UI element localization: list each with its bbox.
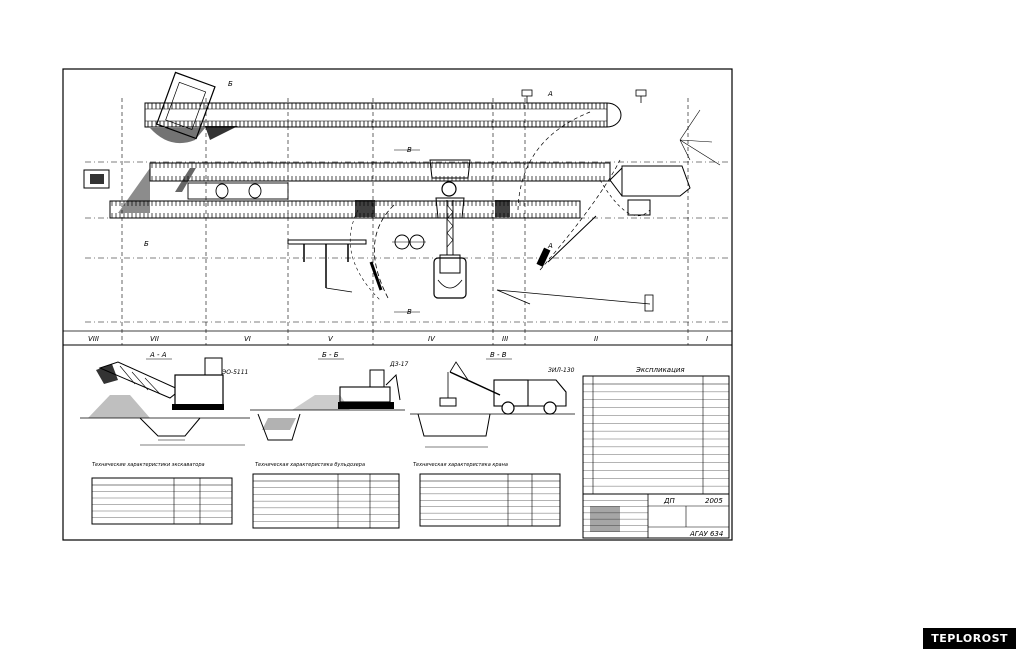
section-title: А - А (149, 351, 167, 359)
section-aa: А - А ЭО-5111 (80, 351, 250, 446)
machine-label: ЭО-5111 (221, 369, 248, 376)
sheet-frame (62, 68, 733, 541)
title-block: ДП 2005 АГАУ 634 (582, 493, 730, 539)
picket-label: III (502, 335, 508, 343)
table-caption: Технические характеристики экскаватора (92, 462, 205, 468)
legend-title: Экспликация (635, 366, 685, 374)
table-caption: Техническая характеристика крана (413, 462, 508, 468)
plan-cut-label: А (547, 242, 553, 250)
section-title: В - В (490, 351, 507, 359)
bulldozer-table: Техническая характеристика бульдозера (252, 462, 400, 529)
excavator-table: Технические характеристики экскаватора (91, 462, 233, 525)
section-title: Б - Б (322, 351, 339, 359)
plan-view: Б Б В В А А VIII VII VI V IV III II I (63, 71, 732, 345)
picket-label: II (594, 335, 598, 343)
plan-crane-icon (429, 159, 471, 299)
legend-table: Экспликация (582, 366, 730, 495)
section-bb: Б - Б ДЗ-17 (250, 351, 409, 441)
plan-truck-icon (83, 169, 110, 189)
plan-cut-label: Б (144, 240, 149, 248)
table-caption: Техническая характеристика бульдозера (255, 462, 365, 468)
crane-table: Техническая характеристика крана (413, 462, 561, 527)
plan-cut-label: Б (228, 80, 233, 88)
picket-label: IV (428, 335, 436, 343)
picket-label: VIII (88, 335, 99, 343)
plan-cut-label: А (547, 90, 553, 98)
machine-label: ЗИЛ-130 (548, 367, 575, 374)
stamp-org: АГАУ 634 (689, 530, 723, 538)
stamp-year: 2005 (705, 497, 723, 505)
machine-label: ДЗ-17 (389, 361, 409, 368)
picket-label: VII (150, 335, 159, 343)
watermark-logo: TEPLOROST (923, 628, 1016, 649)
picket-label: VI (244, 335, 251, 343)
plan-excavator-icon (150, 71, 238, 144)
picket-label: I (706, 335, 708, 343)
picket-label: V (328, 335, 334, 343)
section-vv: В - В ЗИЛ-130 (410, 351, 575, 448)
picket-scale: VIII VII VI V IV III II I (63, 330, 732, 343)
stamp-code: ДП (663, 497, 675, 505)
